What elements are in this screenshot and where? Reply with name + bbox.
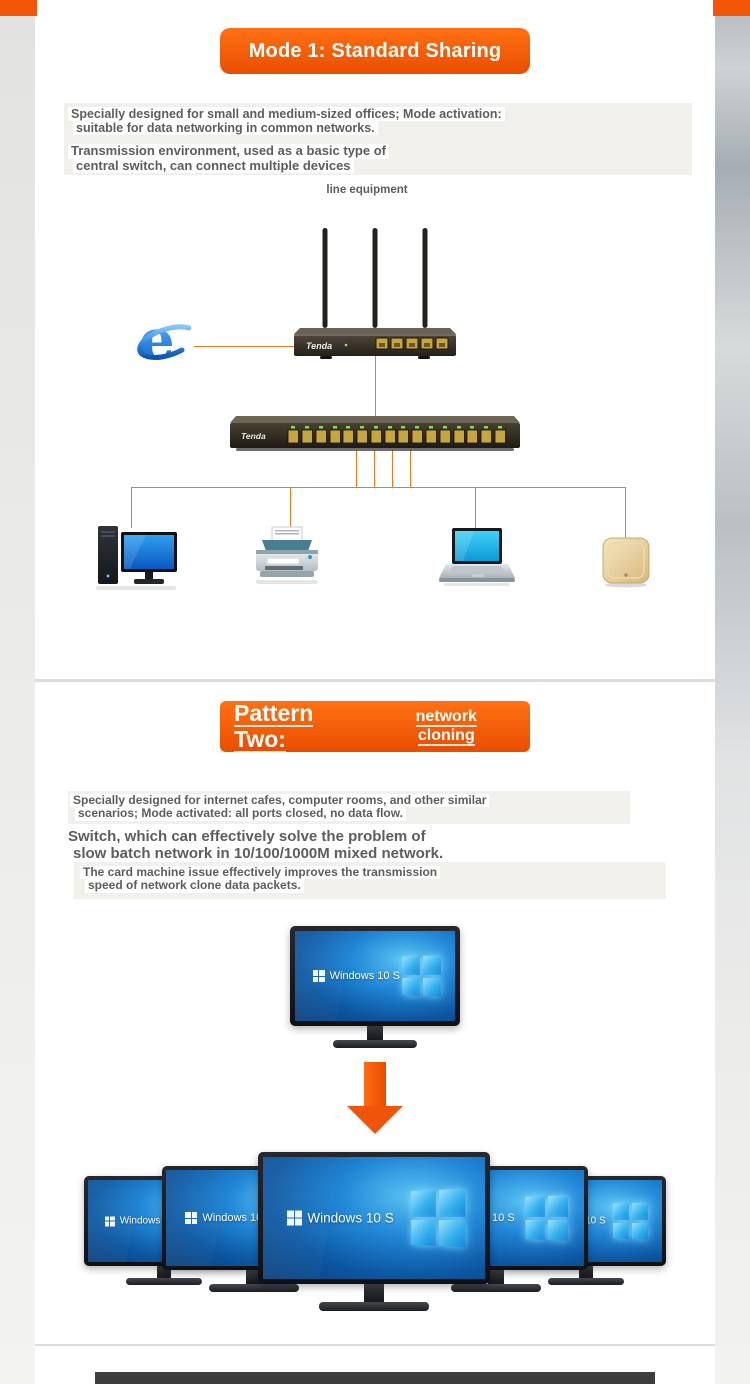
mode1-p2-line1: Transmission environment, used as a basi… [68, 143, 389, 159]
mode1-p1-line2: suitable for data networking in common n… [73, 121, 378, 135]
mode2-banner-left: Pattern Two: [220, 699, 363, 753]
monitor-stand [488, 1270, 504, 1284]
router-brand: Tenda [306, 341, 332, 351]
monitor-base [333, 1040, 417, 1048]
connection-line [392, 450, 393, 487]
mode2-banner-right: network cloning [363, 701, 530, 752]
mode2-p1-line2: scenarios; Mode activated: all ports clo… [75, 806, 406, 821]
windows-label-row: Windows 10 S [312, 970, 400, 982]
diagram-label: line equipment [326, 184, 408, 196]
down-arrow-icon [364, 1062, 386, 1106]
mode1-text-panel: Specially designed for small and medium-… [64, 103, 692, 175]
mode2-p3-line2: speed of network clone data packets. [85, 878, 304, 893]
access-point-icon [602, 537, 650, 588]
mode2-p2-line1: Switch, which can effectively solve the … [68, 828, 426, 845]
monitor-base [209, 1284, 299, 1292]
mode1-paragraph-2: Transmission environment, used as a basi… [68, 143, 692, 174]
windows-label-row: Windows 10 S [287, 1210, 394, 1226]
windows-logo-icon [525, 1195, 569, 1241]
mode2-paragraph-1: Specially designed for internet cafes, c… [68, 791, 630, 824]
internet-explorer-icon: e [137, 307, 192, 372]
mode2-p1-line1: Specially designed for internet cafes, c… [70, 793, 490, 808]
mode1-banner: Mode 1: Standard Sharing [220, 28, 530, 74]
router-antenna [372, 228, 378, 328]
mode1-banner-text: Mode 1: Standard Sharing [248, 39, 502, 62]
monitor-base [548, 1278, 624, 1285]
connection-line [131, 487, 132, 528]
monitor-single: Windows 10 S [290, 926, 460, 1048]
connection-line [374, 450, 375, 487]
windows-logo-icon [104, 1216, 115, 1226]
connection-line [356, 450, 357, 487]
monitor-stand [364, 1284, 384, 1302]
router-antenna [422, 228, 428, 328]
mode2-banner-left-line2: Two: [234, 725, 286, 753]
connection-line [194, 346, 298, 347]
monitor-frame: Windows 10 S [258, 1152, 490, 1284]
laptop-icon [439, 528, 515, 586]
windows-label: Windows 10 S [329, 970, 400, 982]
mode2-p2-line2: slow batch network in 10/100/1000M mixed… [73, 845, 444, 863]
windows-logo-icon [411, 1188, 466, 1248]
monitor-base [451, 1284, 541, 1292]
windows-label: Windows 10 S [119, 1215, 184, 1227]
switch-image: Tenda [230, 416, 520, 451]
windows-logo-icon [312, 970, 325, 982]
monitor-base [319, 1302, 429, 1311]
corner-tab-right [713, 0, 750, 16]
mode2-banner-left-line1: Pattern [234, 699, 314, 727]
windows-label: Windows 10 S [307, 1210, 394, 1226]
monitor-screen: Windows 10 S [263, 1157, 485, 1279]
printer-icon [256, 526, 318, 584]
monitor-frame: Windows 10 S [290, 926, 460, 1026]
connection-line [410, 450, 411, 487]
router-antenna [322, 228, 328, 328]
windows-logo-icon [401, 955, 441, 997]
page-margin-left [0, 0, 35, 1384]
section-divider [35, 679, 715, 682]
windows-logo-icon [287, 1210, 303, 1226]
connection-line [475, 487, 476, 528]
windows-logo-icon [613, 1202, 649, 1240]
monitor: Windows 10 S [258, 1152, 490, 1311]
corner-tab-left [0, 0, 37, 16]
next-section-edge [95, 1372, 655, 1384]
mode2-p3-line1: The card machine issue effectively impro… [80, 865, 441, 880]
mode2-paragraph-3: The card machine issue effectively impro… [74, 862, 666, 899]
down-arrow-icon [347, 1106, 403, 1134]
mode2-banner: Pattern Two: network cloning [220, 699, 530, 753]
mode1-paragraph-1: Specially designed for small and medium-… [68, 107, 692, 135]
monitor-base [126, 1278, 202, 1285]
section-divider [35, 1344, 715, 1346]
windows-logo-icon [185, 1212, 198, 1224]
router-image: Tenda [294, 228, 456, 359]
mode2-banner-right-line2: cloning [417, 726, 475, 746]
connection-line [375, 356, 376, 418]
mode2-banner-right-line1: network [415, 707, 477, 727]
connection-line [131, 487, 626, 488]
switch-brand: Tenda [241, 431, 266, 441]
page-margin-right [715, 0, 750, 1384]
connection-line [625, 487, 626, 538]
desktop-computer-icon [96, 526, 177, 590]
mode2-paragraph-2: Switch, which can effectively solve the … [68, 828, 443, 863]
connection-line [290, 487, 291, 528]
mode1-p1-line1: Specially designed for small and medium-… [68, 107, 505, 121]
mode1-p2-line2: central switch, can connect multiple dev… [73, 158, 354, 174]
monitor-screen: Windows 10 S [295, 931, 455, 1021]
monitor-stand [367, 1026, 383, 1040]
